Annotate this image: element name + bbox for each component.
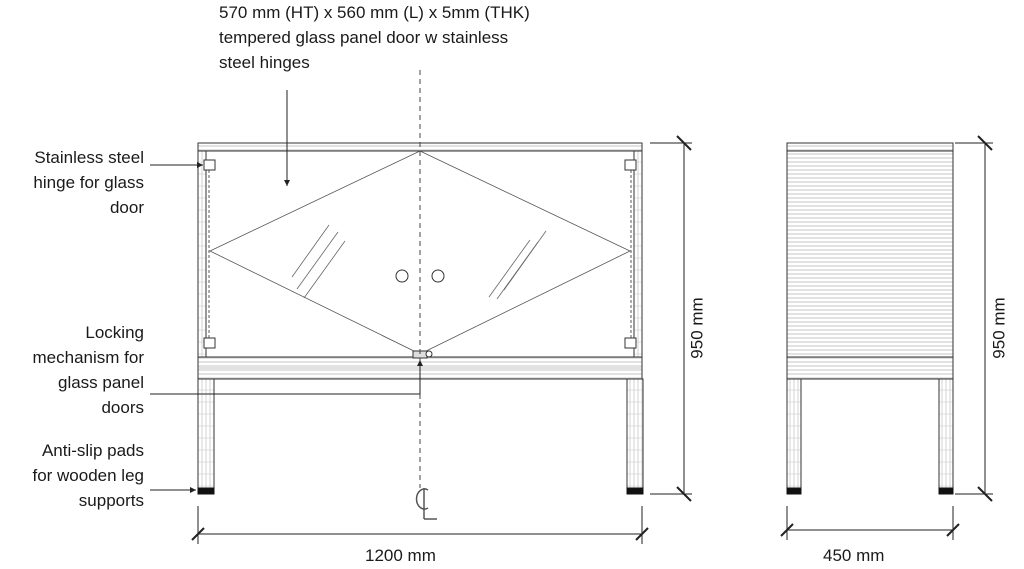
side-width-dimension xyxy=(780,506,960,540)
pads-line-3: supports xyxy=(78,491,144,510)
front-height-dimension xyxy=(650,135,692,502)
glass-reflection-left xyxy=(291,224,346,299)
side-front-leg xyxy=(786,378,802,489)
lock-line-4: doors xyxy=(101,398,144,417)
pads-line-2: for wooden leg xyxy=(32,466,144,485)
side-base-rail xyxy=(786,356,954,380)
right-door-handle xyxy=(431,269,445,283)
right-leg xyxy=(626,378,644,489)
hinge-bottom-left xyxy=(203,337,216,349)
hinge-label: Stainless steel hinge for glass door xyxy=(0,145,144,220)
left-side-panel xyxy=(197,150,207,358)
hinge-top-left xyxy=(203,159,216,171)
leader-lines xyxy=(150,90,423,493)
side-elevation xyxy=(786,142,954,495)
centerline-symbol xyxy=(415,488,437,520)
front-width-dimension xyxy=(191,506,649,544)
hinge-bottom-right xyxy=(624,337,637,349)
lock-line-3: glass panel xyxy=(57,373,144,392)
side-height-label: 950 mm xyxy=(989,297,1009,359)
left-door-handle xyxy=(395,269,409,283)
left-pad xyxy=(197,487,215,495)
glass-reflection-right xyxy=(488,230,547,300)
hinge-line-2: hinge for glass xyxy=(33,173,144,192)
side-width-label: 450 mm xyxy=(823,546,885,565)
top-note-line-1: 570 mm (HT) x 560 mm (L) x 5mm (THK) xyxy=(219,3,530,22)
side-height-dimension xyxy=(955,135,993,502)
lock-line-2: mechanism for xyxy=(32,348,144,367)
left-door-swing xyxy=(209,150,421,355)
lock-label: Locking mechanism for glass panel doors xyxy=(0,320,144,420)
front-width-label: 1200 mm xyxy=(365,546,436,565)
pads-label: Anti-slip pads for wooden leg supports xyxy=(0,438,144,513)
side-body xyxy=(786,142,954,358)
lock-leader xyxy=(150,360,423,395)
top-note-line-3: steel hinges xyxy=(219,53,310,72)
top-note-line-2: tempered glass panel door w stainless xyxy=(219,28,509,47)
front-height-label: 950 mm xyxy=(687,297,707,359)
hinge-top-right xyxy=(624,159,637,171)
side-back-leg xyxy=(938,378,954,489)
pads-line-1: Anti-slip pads xyxy=(41,441,144,460)
right-side-panel xyxy=(633,150,643,358)
left-leg xyxy=(197,378,215,489)
hinge-line-3: door xyxy=(109,198,144,217)
right-pad xyxy=(626,487,644,495)
right-door-swing xyxy=(419,150,631,355)
lock-line-1: Locking xyxy=(85,323,144,342)
top-glass-door-note: 570 mm (HT) x 560 mm (L) x 5mm (THK) tem… xyxy=(219,0,579,75)
hinge-line-1: Stainless steel xyxy=(34,148,144,167)
